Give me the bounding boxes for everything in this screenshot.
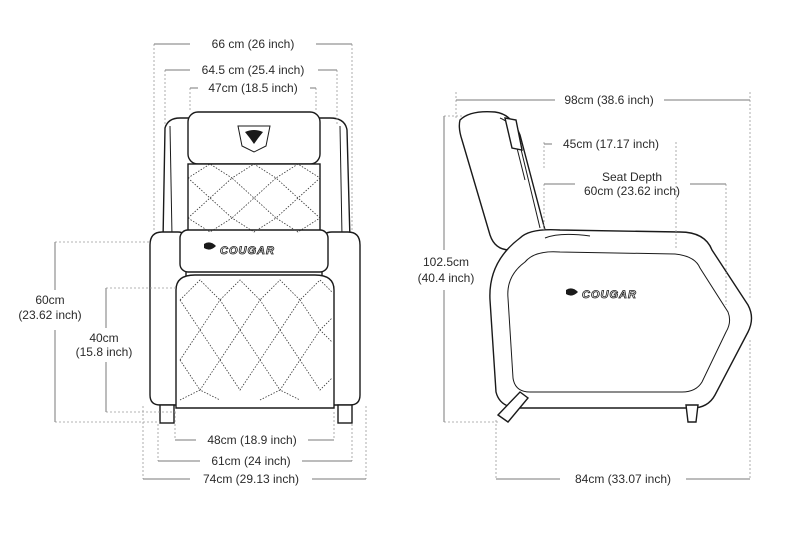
label-back-width: 64.5 cm (25.4 inch) [202, 63, 305, 77]
cougar-logo-front: COUGAR [204, 242, 275, 257]
front-view-chair: COUGAR [149, 111, 361, 424]
dim-seat-depth: Seat Depth 60cm (23.62 inch) [543, 170, 727, 305]
logo-text-front: COUGAR [220, 245, 275, 257]
logo-text-side: COUGAR [582, 289, 637, 301]
side-view-chair: COUGAR [458, 110, 753, 423]
label-outer-width: 74cm (29.13 inch) [203, 472, 299, 486]
label-headrest-width: 47cm (18.5 inch) [208, 81, 297, 95]
dim-arm-height: 60cm(23.62 inch) [18, 241, 160, 423]
label-seat-width: 48cm (18.9 inch) [207, 433, 296, 447]
dim-base-width: 61cm (24 inch) [157, 424, 353, 468]
cougar-badge-icon [237, 125, 271, 153]
label-base-width: 61cm (24 inch) [211, 454, 290, 468]
label-back-depth: 45cm (17.17 inch) [563, 137, 659, 151]
label-overall-width: 66 cm (26 inch) [212, 37, 295, 51]
dim-seat-height: 40cm(15.8 inch) [76, 287, 176, 413]
dim-total-height: 102.5cm(40.4 inch) [418, 115, 500, 423]
label-total-height: 102.5cm(40.4 inch) [418, 255, 475, 285]
label-seat-depth-title: Seat Depth [602, 170, 662, 184]
label-total-depth: 98cm (38.6 inch) [564, 93, 653, 107]
label-seat-depth: 60cm (23.62 inch) [584, 184, 680, 198]
dim-base-depth: 84cm (33.07 inch) [495, 340, 751, 486]
dim-back-width: 64.5 cm (25.4 inch) [164, 63, 338, 126]
cougar-logo-side: COUGAR [566, 288, 637, 301]
label-seat-height: 40cm(15.8 inch) [76, 331, 133, 359]
dim-total-depth: 98cm (38.6 inch) [455, 92, 751, 300]
label-arm-height: 60cm(23.62 inch) [18, 293, 81, 322]
dim-seat-width: 48cm (18.9 inch) [174, 412, 335, 447]
dim-back-depth: 45cm (17.17 inch) [543, 137, 677, 250]
dim-headrest-width: 47cm (18.5 inch) [189, 81, 317, 112]
label-base-depth: 84cm (33.07 inch) [575, 472, 671, 486]
dim-overall-width: 66 cm (26 inch) [153, 37, 353, 230]
dim-outer-width: 74cm (29.13 inch) [142, 406, 367, 486]
